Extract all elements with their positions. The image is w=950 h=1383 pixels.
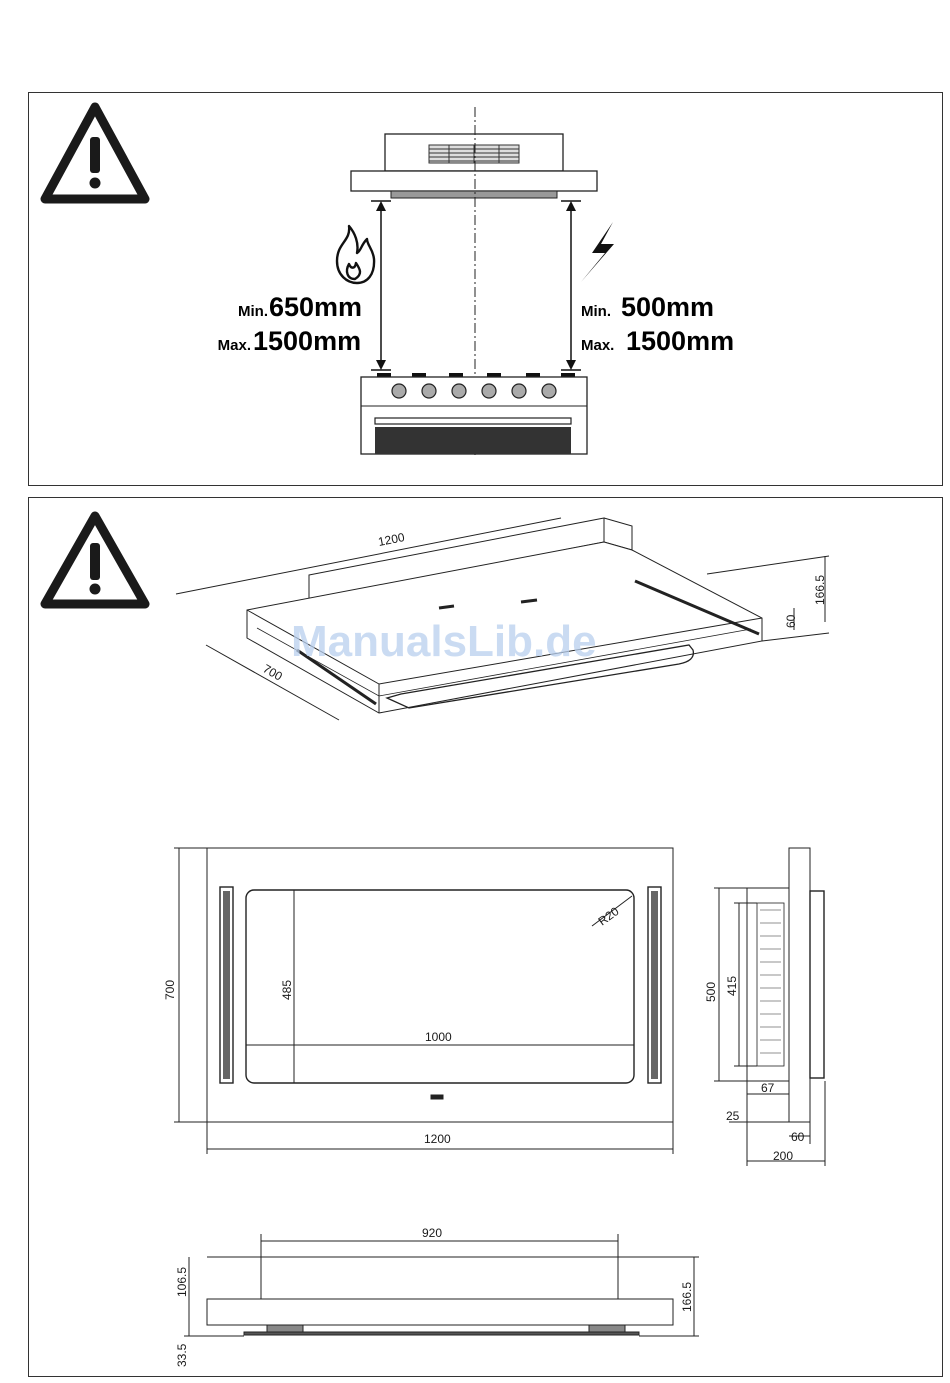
side-body-dim: 60	[791, 1130, 805, 1144]
top-depth-dim: 700	[163, 980, 177, 1000]
hood-illustration	[351, 134, 597, 198]
svg-text:Max.: Max.	[581, 337, 614, 354]
top-view	[174, 848, 673, 1154]
front-lower-dim: 33.5	[175, 1343, 189, 1367]
min-distance-gas-label: Min. 650mm	[238, 292, 362, 322]
side-grille-height-dim: 415	[725, 976, 739, 996]
side-total-dim: 200	[773, 1149, 793, 1163]
top-inner-width-dim: 1000	[425, 1030, 452, 1044]
distance-arrows	[371, 201, 581, 370]
installation-distance-panel: Min. 650mm Max. 1500mm Min. 500mm Max. 1…	[28, 92, 943, 486]
iso-length-dim: 1200	[377, 530, 406, 549]
front-view	[184, 1234, 699, 1336]
lightning-icon	[581, 222, 614, 282]
svg-text:Min.: Min.	[581, 303, 611, 320]
iso-body-height-dim: 60	[784, 614, 798, 628]
min-distance-electric-label: Min. 500mm	[581, 292, 714, 322]
side-step-dim: 25	[726, 1109, 740, 1123]
installation-distance-drawing: Min. 650mm Max. 1500mm Min. 500mm Max. 1…	[29, 93, 944, 487]
side-height-dim: 500	[704, 982, 718, 1002]
svg-text:1500mm: 1500mm	[626, 326, 734, 356]
dimensions-panel: 1200 700 166.5 60 ManualsLib.de 700 485	[28, 497, 943, 1377]
svg-text:1500mm: 1500mm	[253, 326, 361, 356]
iso-height-dim: 166.5	[813, 575, 827, 605]
top-width-dim: 1200	[424, 1132, 451, 1146]
front-width-dim: 920	[422, 1226, 442, 1240]
svg-text:Min.: Min.	[238, 303, 268, 320]
top-inner-depth-dim: 485	[280, 980, 294, 1000]
dimensions-drawing: 1200 700 166.5 60 ManualsLib.de 700 485	[29, 498, 944, 1378]
svg-text:Max.: Max.	[218, 337, 251, 354]
iso-depth-dim: 700	[261, 661, 286, 683]
side-offset-dim: 67	[761, 1081, 775, 1095]
max-distance-gas-label: Max. 1500mm	[218, 326, 361, 356]
max-distance-electric-label: Max. 1500mm	[581, 326, 734, 356]
watermark: ManualsLib.de	[291, 617, 597, 666]
svg-text:500mm: 500mm	[621, 292, 714, 322]
cooker-illustration	[361, 373, 587, 454]
warning-icon	[45, 107, 145, 199]
flame-icon	[337, 226, 374, 283]
svg-text:650mm: 650mm	[269, 292, 362, 322]
front-total-dim: 166.5	[680, 1282, 694, 1312]
warning-icon	[45, 516, 145, 604]
front-upper-dim: 106.5	[175, 1267, 189, 1297]
